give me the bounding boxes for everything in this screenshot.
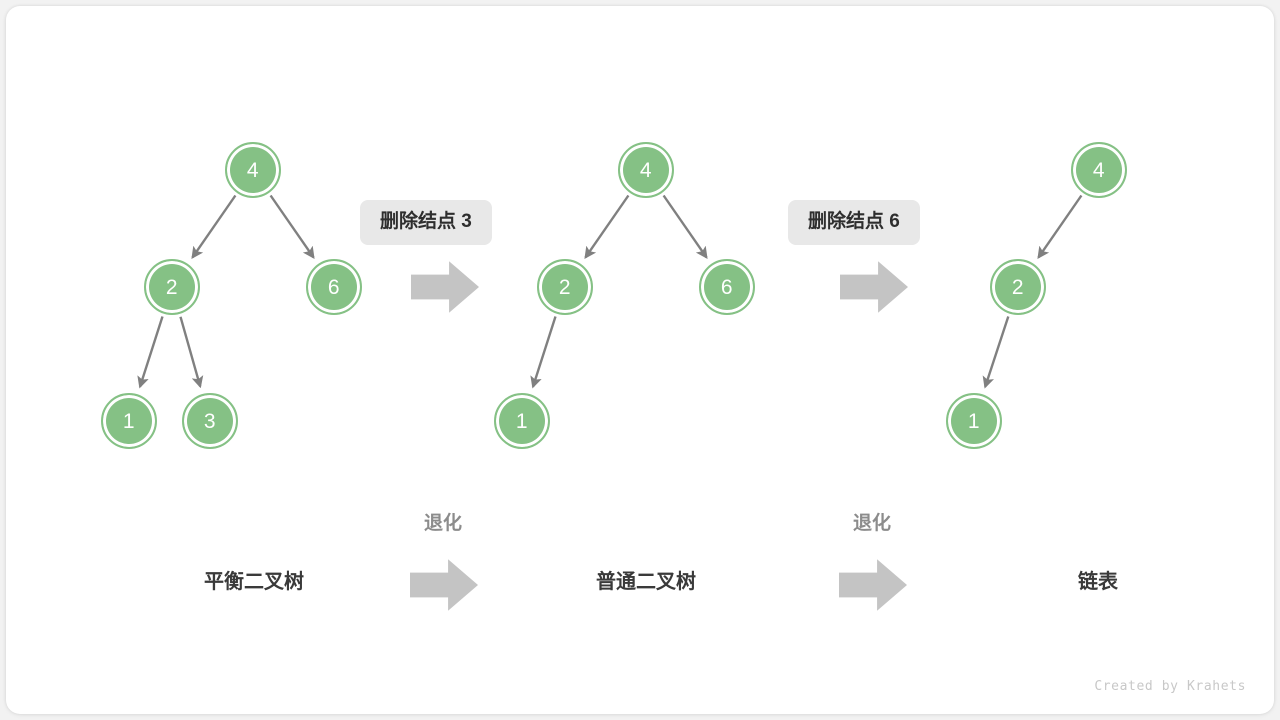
tree-edge xyxy=(584,194,630,259)
stage-caption-linkedlist: 链表 xyxy=(1078,571,1118,593)
tree-node: 2 xyxy=(144,259,200,315)
tree-edge xyxy=(191,194,237,259)
tree-edge xyxy=(662,194,708,259)
tree-edge xyxy=(137,316,164,389)
transition-arrow-delete-3 xyxy=(411,261,479,313)
tree-node: 4 xyxy=(618,142,674,198)
degrade-arrow-delete-3 xyxy=(410,559,478,611)
tree-edge xyxy=(982,316,1010,389)
degrade-label-delete-6: 退化 xyxy=(852,513,892,534)
tree-node: 3 xyxy=(182,393,238,449)
stage-caption-balanced: 平衡二叉树 xyxy=(204,571,304,593)
degrade-arrow-delete-6 xyxy=(839,559,907,611)
tree-edge xyxy=(530,316,557,389)
tree-edge xyxy=(1037,194,1083,259)
tree-node: 1 xyxy=(946,393,1002,449)
operation-badge-delete-3: 删除结点 3 xyxy=(360,200,492,245)
tree-node: 1 xyxy=(494,393,550,449)
tree-node: 4 xyxy=(1071,142,1127,198)
watermark-label: Created by Krahets xyxy=(1094,679,1246,694)
stage-caption-ordinary: 普通二叉树 xyxy=(596,571,696,593)
transition-arrow-delete-6 xyxy=(840,261,908,313)
tree-edge xyxy=(269,194,315,259)
tree-node: 4 xyxy=(225,142,281,198)
tree-node: 6 xyxy=(306,259,362,315)
tree-node: 2 xyxy=(990,259,1046,315)
tree-node: 1 xyxy=(101,393,157,449)
tree-node: 2 xyxy=(537,259,593,315)
degrade-label-delete-3: 退化 xyxy=(423,513,463,534)
tree-node: 6 xyxy=(699,259,755,315)
operation-badge-delete-6: 删除结点 6 xyxy=(788,200,920,245)
tree-edge xyxy=(179,316,204,389)
tree-edges-layer xyxy=(137,194,1083,389)
